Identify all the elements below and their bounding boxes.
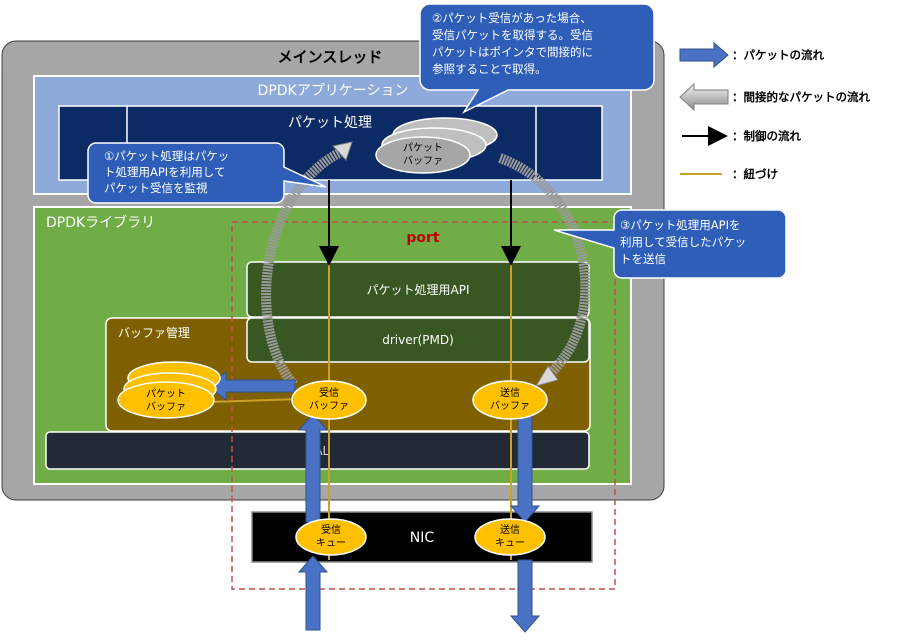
callout-2-line4: 参照することで取得。 bbox=[432, 62, 547, 76]
indirect-flow-arrow-left bbox=[261, 145, 348, 389]
rx-queue-line1: 受信 bbox=[321, 524, 341, 536]
packet-flow-out-external bbox=[509, 559, 541, 633]
dpdk-lib-label: DPDKライブラリ bbox=[46, 214, 155, 231]
driver-box bbox=[246, 317, 590, 363]
packet-flow-rx-queue-up bbox=[297, 413, 329, 523]
packet-flow-tx-buffer-down bbox=[509, 415, 541, 523]
legend-indirect-flow-label: ：間接的なパケットの流れ bbox=[732, 90, 870, 104]
legend: ：パケットの流れ ：間接的なパケットの流れ ：制御の流れ ：紐づけ bbox=[679, 41, 870, 181]
callout-2-line2: 受信パケットを取得する。受信 bbox=[432, 28, 593, 42]
api-label: パケット処理用API bbox=[367, 283, 470, 297]
tx-buffer-line2: バッファ bbox=[490, 400, 530, 412]
tx-queue: 送信 キュー bbox=[474, 518, 546, 556]
link-line-buffer bbox=[209, 398, 301, 403]
callout-2: ②パケット受信があった場合、 受信パケットを取得する。受信 パケットはポインタで… bbox=[419, 3, 655, 114]
buffer-mgmt-label: バッファ管理 bbox=[118, 325, 190, 340]
main-thread-label: メインスレッド bbox=[278, 48, 383, 66]
app-packet-buffer-line1: パケット bbox=[403, 142, 443, 154]
nic-label: NIC bbox=[410, 530, 435, 546]
app-packet-buffer: パケット バッファ bbox=[375, 117, 498, 174]
rx-buffer-line2: バッファ bbox=[309, 400, 349, 412]
port-label: port bbox=[406, 230, 440, 246]
callout-3: ③パケット処理用APIを 利用して受信したパケッ トを送信 bbox=[553, 209, 787, 279]
tx-queue-line2: キュー bbox=[495, 538, 525, 549]
callout-1-line1: ①パケット処理はパケッ bbox=[104, 149, 229, 163]
packet-buffer-pool: パケット バッファ bbox=[117, 361, 221, 419]
rx-queue: 受信 キュー bbox=[295, 518, 367, 556]
api-box bbox=[246, 261, 590, 318]
callout-1: ①パケット処理はパケッ ト処理用APIを利用して パケット受信を監視 bbox=[87, 142, 327, 204]
rx-buffer: 受信 バッファ bbox=[291, 380, 367, 420]
legend-packet-flow-icon bbox=[679, 41, 729, 69]
packet-buffer-line1: パケット bbox=[146, 388, 186, 400]
tx-buffer: 送信 バッファ bbox=[472, 380, 548, 420]
app-packet-buffer-line2: バッファ bbox=[403, 155, 443, 167]
callout-2-line1: ②パケット受信があった場合、 bbox=[432, 11, 592, 25]
legend-control-flow-label: ：制御の流れ bbox=[732, 129, 801, 143]
tx-buffer-line1: 送信 bbox=[500, 386, 520, 399]
port-border bbox=[231, 221, 616, 590]
callout-3-line3: トを送信 bbox=[620, 252, 666, 266]
callout-1-line3: パケット受信を監視 bbox=[104, 181, 208, 195]
rx-queue-line2: キュー bbox=[316, 538, 346, 549]
driver-label: driver(PMD) bbox=[382, 333, 454, 347]
rx-buffer-line1: 受信 bbox=[319, 387, 339, 399]
legend-link-label: ：紐づけ bbox=[732, 167, 778, 181]
packet-flow-to-buffer-pool bbox=[207, 370, 296, 402]
packet-flow-in-external bbox=[297, 555, 329, 631]
indirect-flow-arrow-right bbox=[498, 153, 591, 382]
callout-1-line2: ト処理用APIを利用して bbox=[104, 165, 225, 179]
callout-2-line3: パケットはポインタで間接的に bbox=[432, 45, 593, 59]
dpdk-app-label: DPDKアプリケーション bbox=[258, 83, 409, 99]
packet-processing-label: パケット処理 bbox=[288, 115, 372, 131]
legend-indirect-flow-icon bbox=[679, 82, 729, 112]
callout-3-line2: 利用して受信したパケッ bbox=[620, 235, 746, 249]
tx-queue-line1: 送信 bbox=[500, 523, 520, 536]
legend-packet-flow-label: ：パケットの流れ bbox=[732, 48, 824, 62]
packet-buffer-line2: バッファ bbox=[146, 401, 186, 413]
callout-3-line1: ③パケット処理用APIを bbox=[620, 218, 741, 232]
